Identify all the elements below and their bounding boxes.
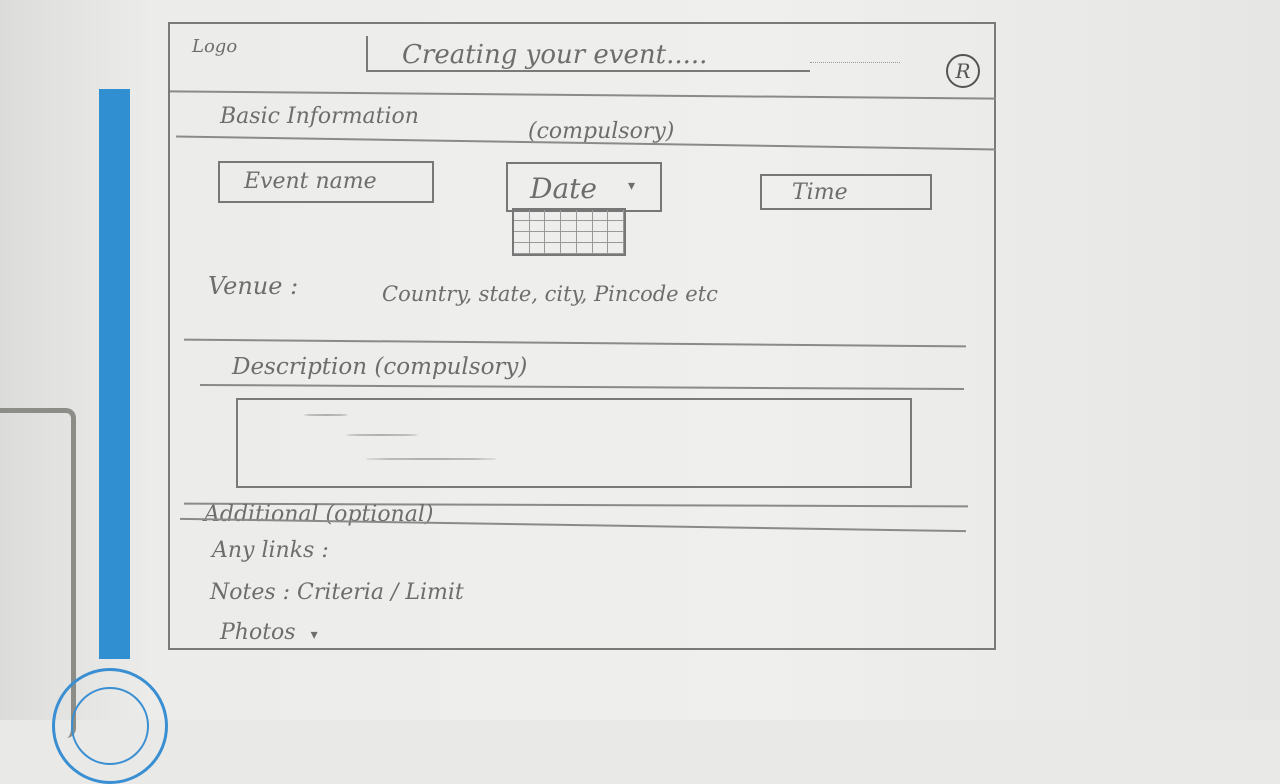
- basic-info-required-note: (compulsory): [528, 119, 675, 144]
- date-dropdown[interactable]: Date ▾: [506, 162, 662, 212]
- divider: [170, 90, 996, 100]
- venue-label: Venue :: [208, 272, 299, 300]
- chevron-down-icon: ▾: [628, 178, 636, 194]
- wireframe-page: Logo Creating your event..... R Basic In…: [168, 22, 996, 650]
- date-label: Date: [530, 172, 597, 205]
- event-title-text: Creating your event.....: [402, 40, 708, 70]
- chevron-down-icon: ▾: [310, 627, 318, 643]
- venue-hint[interactable]: Country, state, city, Pincode etc: [382, 282, 718, 306]
- time-field[interactable]: Time: [760, 174, 932, 210]
- event-name-placeholder: Event name: [244, 169, 377, 194]
- paper-background: [0, 0, 1280, 720]
- photos-dropdown[interactable]: Photos ▾: [220, 620, 318, 645]
- divider: [184, 338, 966, 348]
- placeholder-scribble: [304, 414, 348, 416]
- paper-clip: [0, 408, 76, 738]
- placeholder-scribble: [366, 458, 496, 460]
- description-heading: Description (compulsory): [232, 354, 528, 380]
- title-dotted-extension: [810, 62, 900, 63]
- description-textarea[interactable]: [236, 398, 912, 488]
- photos-label: Photos: [220, 620, 296, 645]
- event-name-field[interactable]: Event name: [218, 161, 434, 203]
- additional-heading: Additional (optional): [204, 502, 434, 527]
- links-field[interactable]: Any links :: [212, 538, 329, 563]
- calendar-picker[interactable]: [512, 208, 626, 256]
- placeholder-scribble: [346, 434, 418, 436]
- logo: Logo: [192, 36, 238, 57]
- blue-folder-strip: [99, 89, 130, 659]
- stamp-inner-ring: [71, 687, 149, 765]
- time-placeholder: Time: [792, 180, 848, 205]
- notes-field[interactable]: Notes : Criteria / Limit: [210, 580, 464, 605]
- stamp-seal: [52, 668, 168, 784]
- profile-icon[interactable]: R: [946, 54, 980, 88]
- event-title-input[interactable]: Creating your event.....: [366, 36, 810, 72]
- divider: [200, 383, 964, 391]
- basic-info-heading: Basic Information: [220, 104, 419, 129]
